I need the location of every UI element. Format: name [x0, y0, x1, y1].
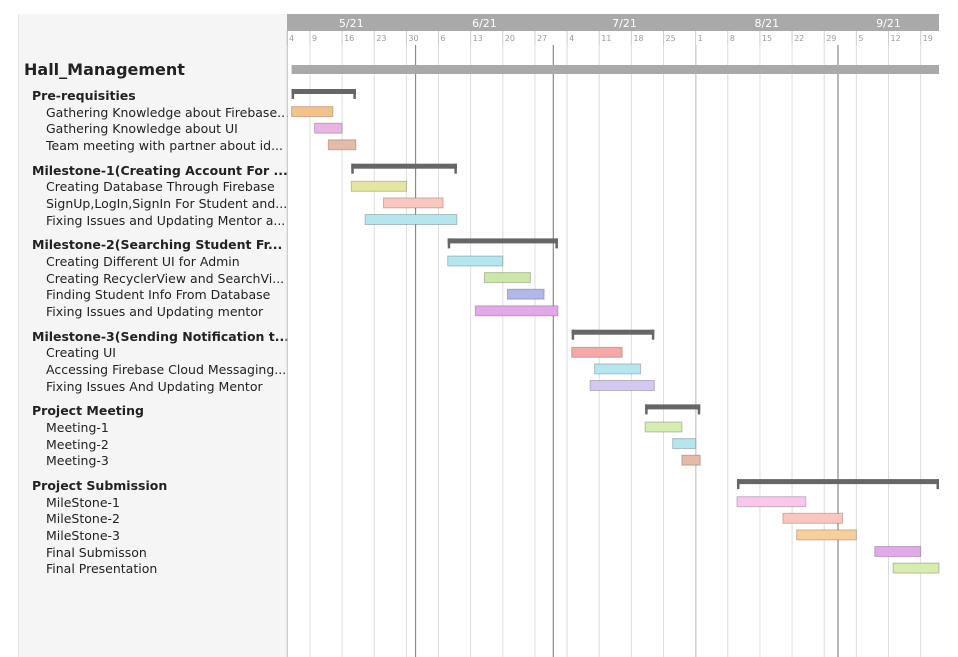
week-tick-label: 4: [289, 34, 294, 43]
group-label: Milestone-3(Sending Notification t...: [32, 328, 290, 344]
week-tick-label: 13: [473, 34, 483, 43]
month-header-bar: [287, 14, 939, 31]
task-label: Gathering Knowledge about Firebase...: [46, 104, 290, 120]
task-bar: [589, 380, 655, 391]
task-bar: [874, 546, 922, 557]
task-label: Fixing Issues And Updating Mentor: [46, 378, 263, 394]
task-label: Meeting-1: [46, 420, 109, 435]
task-label-panel: [18, 14, 288, 657]
group-summary-cap-left: [447, 238, 451, 249]
week-tick-label: 6: [441, 34, 446, 43]
task-bar: [892, 562, 940, 574]
task-label: SignUp,LogIn,SignIn For Student and...: [46, 195, 288, 211]
group-summary-cap-left: [571, 329, 575, 340]
group-summary-cap-right: [454, 163, 457, 174]
group-summary-bar: [291, 89, 356, 94]
task-label: MileStone-3: [46, 527, 120, 543]
task-bar: [571, 346, 623, 358]
group-label: Project Submission: [32, 478, 168, 494]
group-summary-cap-right: [651, 329, 655, 340]
group-summary-bar: [736, 479, 939, 485]
month-label: 5/21: [339, 17, 364, 30]
task-bar: [672, 438, 697, 450]
group-summary-cap-right: [353, 89, 356, 99]
week-tick-label: 18: [633, 34, 643, 43]
task-label: Creating Database Through Firebase: [46, 179, 275, 195]
group-summary-cap-right: [936, 479, 939, 490]
week-tick-label: 12: [890, 34, 900, 43]
task-label: MileStone-1: [46, 494, 120, 510]
task-label: Creating Different UI for Admin: [46, 254, 240, 269]
task-label: Final Presentation: [46, 561, 158, 577]
week-tick-label: 29: [826, 34, 836, 43]
group-label: Project Meeting: [32, 403, 144, 419]
group-label: Milestone-1(Creating Account For ...: [32, 162, 288, 178]
task-bar: [483, 272, 531, 284]
task-label: Meeting-2: [46, 436, 109, 452]
month-label: 9/21: [876, 17, 901, 30]
task-label: Accessing Firebase Cloud Messaging...: [46, 361, 287, 377]
group-summary-cap-left: [645, 404, 648, 415]
task-bar: [364, 214, 458, 225]
task-label: Fixing Issues and Updating Mentor a...: [46, 212, 286, 228]
week-tick-label: 16: [344, 34, 354, 43]
task-bar: [594, 363, 642, 375]
task-bar: [314, 122, 343, 134]
group-summary-cap-left: [351, 163, 354, 174]
task-bar: [327, 139, 357, 151]
week-tick-label: 30: [408, 34, 418, 43]
month-label: 8/21: [754, 17, 779, 30]
week-tick-label: 15: [762, 34, 772, 43]
week-tick-label: 20: [505, 34, 515, 43]
group-summary-bar: [351, 163, 457, 169]
group-summary-bar: [645, 404, 701, 410]
group-label: Milestone-2(Searching Student Fr...: [32, 237, 283, 253]
month-label: 7/21: [612, 17, 637, 30]
task-label: MileStone-2: [46, 511, 120, 527]
task-bar: [736, 496, 807, 508]
week-tick-label: 9: [312, 34, 317, 43]
task-label: Gathering Knowledge about UI: [46, 121, 238, 137]
week-tick-label: 23: [376, 34, 386, 43]
project-summary-bar: [291, 65, 939, 74]
task-bar: [474, 305, 559, 317]
week-tick-label: 1: [698, 34, 703, 43]
week-tick-label: 19: [923, 34, 933, 43]
week-tick-label: 4: [569, 34, 574, 43]
week-tick-label: 11: [601, 34, 611, 43]
task-label: Creating UI: [46, 345, 116, 361]
month-label: 6/21: [472, 17, 497, 30]
group-summary-cap-right: [555, 238, 558, 249]
group-summary-cap-right: [697, 404, 701, 415]
task-label: Meeting-3: [46, 453, 109, 469]
group-summary-cap-left: [736, 479, 740, 490]
task-bar: [447, 255, 504, 267]
task-bar: [382, 197, 444, 209]
task-bar: [350, 180, 407, 192]
task-label: Fixing Issues and Updating mentor: [46, 303, 264, 319]
week-tick-label: 25: [666, 34, 676, 43]
week-tick-label: 27: [537, 34, 547, 43]
task-bar: [506, 288, 545, 300]
task-bar: [796, 529, 857, 541]
group-summary-bar: [447, 238, 558, 244]
project-label: Hall_Management: [24, 60, 185, 79]
task-label: Creating RecyclerView and SearchVi...: [46, 270, 285, 286]
task-bar: [291, 106, 334, 118]
task-bar: [782, 512, 844, 524]
week-tick-label: 22: [794, 34, 804, 43]
week-tick-label: 8: [730, 34, 735, 43]
week-tick-label: 5: [858, 34, 863, 43]
task-label: Finding Student Info From Database: [46, 287, 271, 303]
task-bar: [681, 454, 701, 466]
group-summary-cap-left: [291, 89, 295, 99]
task-label: Team meeting with partner about id...: [46, 137, 283, 153]
group-summary-bar: [571, 329, 655, 335]
task-label: Final Submisson: [46, 544, 147, 560]
task-bar: [644, 421, 683, 433]
group-label: Pre-requisities: [32, 88, 136, 103]
